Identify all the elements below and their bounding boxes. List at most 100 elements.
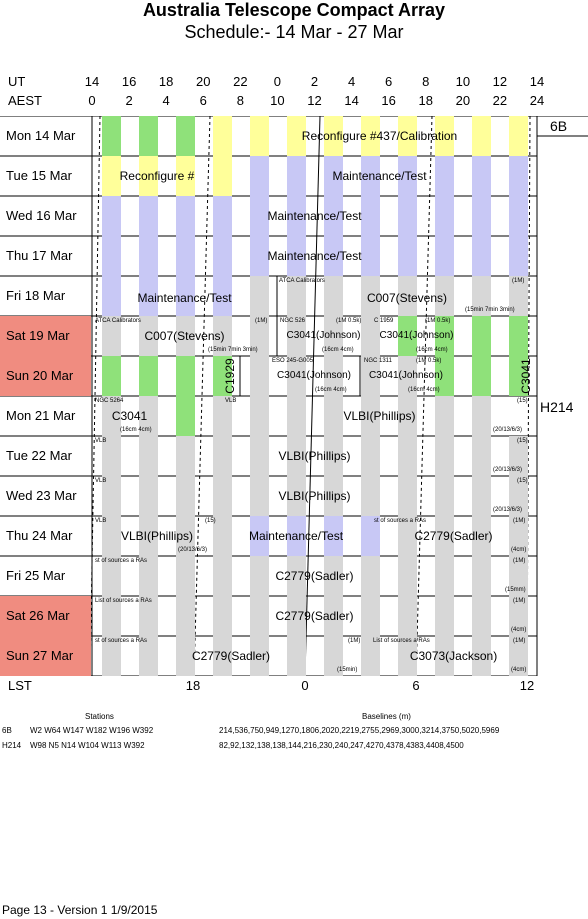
lst-stripe	[138, 396, 158, 436]
lst-stripe	[398, 316, 418, 356]
lst-stripe	[249, 356, 269, 396]
note-text: (16cm 4cm)	[120, 427, 152, 433]
lst-stripe	[138, 436, 158, 476]
config-6b-stations: W2 W64 W147 W182 W196 W392	[30, 726, 154, 735]
note-text: C 1959	[374, 318, 394, 324]
note-text: NGC 526	[280, 318, 306, 324]
day-label: Sun 20 Mar	[0, 356, 91, 396]
day-label: Mon 14 Mar	[6, 128, 76, 143]
note-text: List of sources a RAs	[95, 598, 152, 604]
lst-stripe	[361, 596, 381, 636]
lst-stripe	[509, 156, 529, 196]
ut-tick-label: 4	[347, 74, 356, 89]
config-6b-name: 6B	[2, 726, 12, 735]
lst-stripe	[138, 196, 158, 236]
lst-stripe	[509, 636, 529, 676]
lst-stripe	[435, 316, 455, 356]
lst-stripe	[212, 236, 232, 276]
lst-stripe	[138, 276, 158, 316]
lst-stripe	[435, 236, 455, 276]
lst-stripe	[138, 356, 158, 396]
project-label: C3041(Johnson)	[286, 330, 361, 341]
page-title: Australia Telescope Compact Array	[142, 0, 446, 20]
lst-stripe	[101, 356, 121, 396]
aest-axis-label: AEST	[8, 93, 42, 108]
lst-stripe	[435, 436, 455, 476]
project-label: VLBI(Phillips)	[278, 449, 351, 463]
page-footer: Page 13 - Version 1 1/9/2015	[2, 903, 158, 917]
lst-stripe	[175, 556, 195, 596]
note-text: ATCA Calibrators	[279, 278, 325, 284]
note-text: (20/13/6/3)	[493, 507, 523, 513]
lst-stripe	[249, 196, 269, 236]
project-label: C3041(Johnson)	[379, 330, 454, 341]
note-text: (1M)	[513, 638, 526, 644]
project-label: Maintenance/Test	[137, 291, 232, 305]
lst-stripe	[472, 236, 492, 276]
lst-stripe	[175, 156, 195, 196]
lst-stripe	[472, 276, 492, 316]
project-label: C1929	[223, 358, 237, 394]
lst-stripe	[175, 276, 195, 316]
note-text: ATCA Calibrators	[95, 318, 141, 324]
note-text: (20/13/6/3)	[493, 467, 523, 473]
lst-stripe	[175, 636, 195, 676]
aest-tick-label: 6	[199, 93, 207, 108]
note-text: NGC 5264	[95, 398, 124, 404]
day-label: Sat 19 Mar	[0, 316, 91, 356]
note-text: (16cm 4cm)	[315, 387, 347, 393]
lst-stripe	[398, 476, 418, 516]
note-text: (1M)	[348, 638, 361, 644]
lst-stripe	[435, 476, 455, 516]
lst-stripe	[138, 236, 158, 276]
note-text: (15min)	[337, 667, 358, 673]
lst-stripe	[472, 316, 492, 356]
lst-stripe	[286, 196, 306, 236]
aest-tick-label: 16	[381, 93, 396, 108]
note-text: (15min 7min 3min)	[465, 307, 515, 313]
lst-stripe	[324, 436, 344, 476]
lst-stripe	[101, 236, 121, 276]
lst-stripe	[509, 516, 529, 556]
lst-stripe	[472, 556, 492, 596]
lst-stripe	[286, 436, 306, 476]
lst-stripe	[101, 276, 121, 316]
lst-stripe	[324, 396, 344, 436]
lst-stripe	[212, 196, 232, 236]
note-text: (20/13/6/3)	[493, 427, 523, 433]
aest-tick-label: 24	[529, 93, 545, 108]
ut-tick-label: 22	[233, 74, 248, 89]
lst-stripe	[249, 636, 269, 676]
ut-tick-label: 12	[492, 74, 508, 89]
lst-stripe	[472, 396, 492, 436]
lst-stripe	[175, 196, 195, 236]
project-label: C007(Stevens)	[366, 291, 448, 305]
lst-stripe	[101, 476, 121, 516]
lst-stripe	[175, 596, 195, 636]
lst-stripe	[435, 396, 455, 436]
lst-stripe	[435, 356, 455, 396]
project-label: VLBI(Phillips)	[343, 409, 416, 423]
project-label: VLBI(Phillips)	[278, 489, 351, 503]
day-label: Sat 26 Mar	[0, 596, 91, 636]
day-label: Sun 27 Mar	[0, 636, 91, 676]
lst-stripe	[361, 396, 381, 436]
lst-stripe	[324, 276, 344, 316]
aest-tick-label: 10	[270, 93, 285, 108]
lst-stripe	[472, 116, 492, 156]
lst-stripe	[212, 276, 232, 316]
lst-stripe	[212, 356, 232, 396]
note-text: List of sources a RAs	[373, 638, 430, 644]
lst-stripe	[101, 516, 121, 556]
lst-stripe	[324, 196, 344, 236]
lst-stripe	[212, 436, 232, 476]
lst-stripe	[361, 276, 381, 316]
lst-stripe	[509, 556, 529, 596]
lst-stripe	[398, 236, 418, 276]
ut-tick-label: 20	[196, 74, 211, 89]
lst-stripe	[249, 116, 269, 156]
lst-stripe	[324, 636, 344, 676]
day-label: Thu 17 Mar	[6, 248, 73, 263]
lst-stripe	[472, 196, 492, 236]
lst-stripe	[361, 316, 381, 356]
